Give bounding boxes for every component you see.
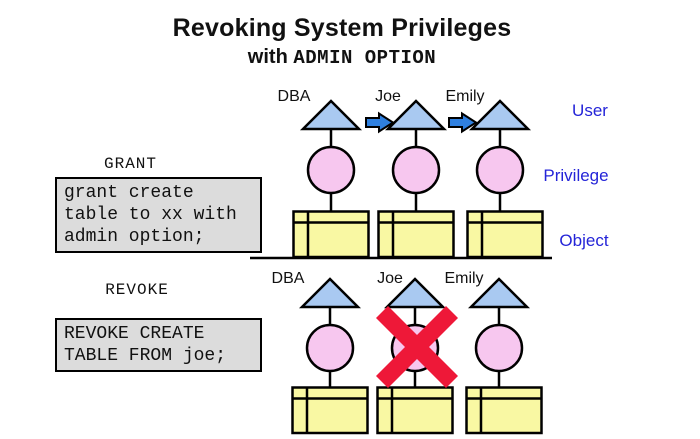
privilege-circle bbox=[306, 145, 356, 195]
grant-emily-figure bbox=[466, 99, 544, 259]
cross-stroke bbox=[375, 305, 459, 389]
user-triangle bbox=[383, 277, 447, 309]
object-table bbox=[466, 210, 544, 259]
revoke-cross-icon bbox=[375, 305, 459, 389]
object-table bbox=[376, 386, 454, 435]
subtitle-plain-text: with bbox=[247, 46, 288, 68]
privilege-circle bbox=[305, 323, 355, 373]
page-title: Revoking System Privileges bbox=[172, 14, 512, 42]
revoke-heading: REVOKE bbox=[105, 281, 169, 299]
legend-user-label: User bbox=[572, 101, 608, 120]
grant-arrow-icon bbox=[448, 111, 478, 134]
grant-dba-figure bbox=[292, 99, 370, 259]
grant-row-emily-label: Emily bbox=[445, 88, 485, 105]
title-block: Revoking System Privileges with ADMIN OP… bbox=[0, 14, 684, 69]
object-table bbox=[465, 386, 543, 435]
grant-arrow-icon bbox=[365, 111, 395, 134]
user-triangle bbox=[298, 277, 362, 309]
grant-row-joe-label: Joe bbox=[375, 88, 401, 105]
page-subtitle: with ADMIN OPTION bbox=[0, 46, 684, 69]
privilege-circle bbox=[474, 323, 524, 373]
grant-heading: GRANT bbox=[103, 155, 157, 173]
object-table bbox=[291, 386, 369, 435]
object-table bbox=[292, 210, 370, 259]
revoke-dba-figure bbox=[291, 277, 369, 435]
revoke-emily-figure bbox=[465, 277, 543, 435]
privilege-circle bbox=[475, 145, 525, 195]
revoke-row-dba-label: DBA bbox=[271, 270, 305, 287]
user-triangle bbox=[299, 99, 363, 131]
revoke-row-emily-label: Emily bbox=[444, 270, 484, 287]
privilege-circle bbox=[391, 145, 441, 195]
revoke-row-joe-label: Joe bbox=[377, 270, 403, 287]
revoke-sql-box: REVOKE CREATE TABLE FROM joe; bbox=[55, 318, 262, 372]
legend-privilege-label: Privilege bbox=[543, 166, 609, 185]
grant-sql-box: grant create table to xx with admin opti… bbox=[55, 177, 262, 253]
grant-row-dba-label: DBA bbox=[277, 88, 311, 105]
user-triangle bbox=[468, 99, 532, 131]
object-table bbox=[377, 210, 455, 259]
user-triangle bbox=[467, 277, 531, 309]
user-triangle bbox=[384, 99, 448, 131]
subtitle-code-text: ADMIN OPTION bbox=[293, 47, 437, 69]
legend-object-label: Object bbox=[559, 231, 609, 250]
